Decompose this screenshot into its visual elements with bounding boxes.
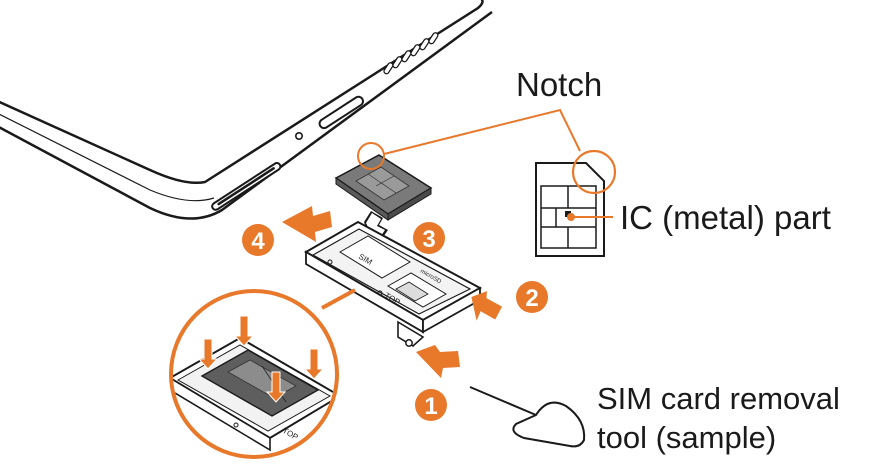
sim-card-insert: [334, 142, 433, 221]
step-number-4: 4: [251, 228, 265, 255]
label-notch: Notch: [516, 66, 602, 103]
step-number-2: 2: [525, 285, 538, 312]
arrow-step-4: [282, 206, 332, 242]
step-badge-2: 2: [516, 281, 548, 313]
zoom-callout: TOP: [169, 288, 356, 459]
step-badge-4: 4: [242, 224, 274, 256]
phone-body: [0, 0, 493, 220]
arrow-step-2: [471, 291, 503, 321]
label-tool-line1: SIM card removal: [597, 381, 840, 416]
zoom-press-arrows: [197, 315, 325, 403]
step-number-1: 1: [424, 393, 437, 420]
leader-lines: [383, 108, 613, 221]
step-badge-3: 3: [413, 222, 445, 254]
speaker-grille: [211, 162, 282, 211]
step-badge-1: 1: [415, 389, 447, 421]
mic-hole: [294, 132, 303, 141]
speaker-holes: [383, 32, 439, 75]
sim-tray: SIM TOP microSD: [304, 220, 483, 347]
step-number-3: 3: [422, 226, 435, 253]
sim-eject-tool: [469, 386, 586, 448]
usb-port: [318, 95, 364, 130]
sim-card-detail: [535, 149, 617, 257]
arrow-step-1: [416, 345, 460, 378]
label-tool-line2: tool (sample): [597, 420, 776, 455]
label-ic-part: IC (metal) part: [620, 199, 831, 236]
notch-highlight: [571, 149, 617, 195]
